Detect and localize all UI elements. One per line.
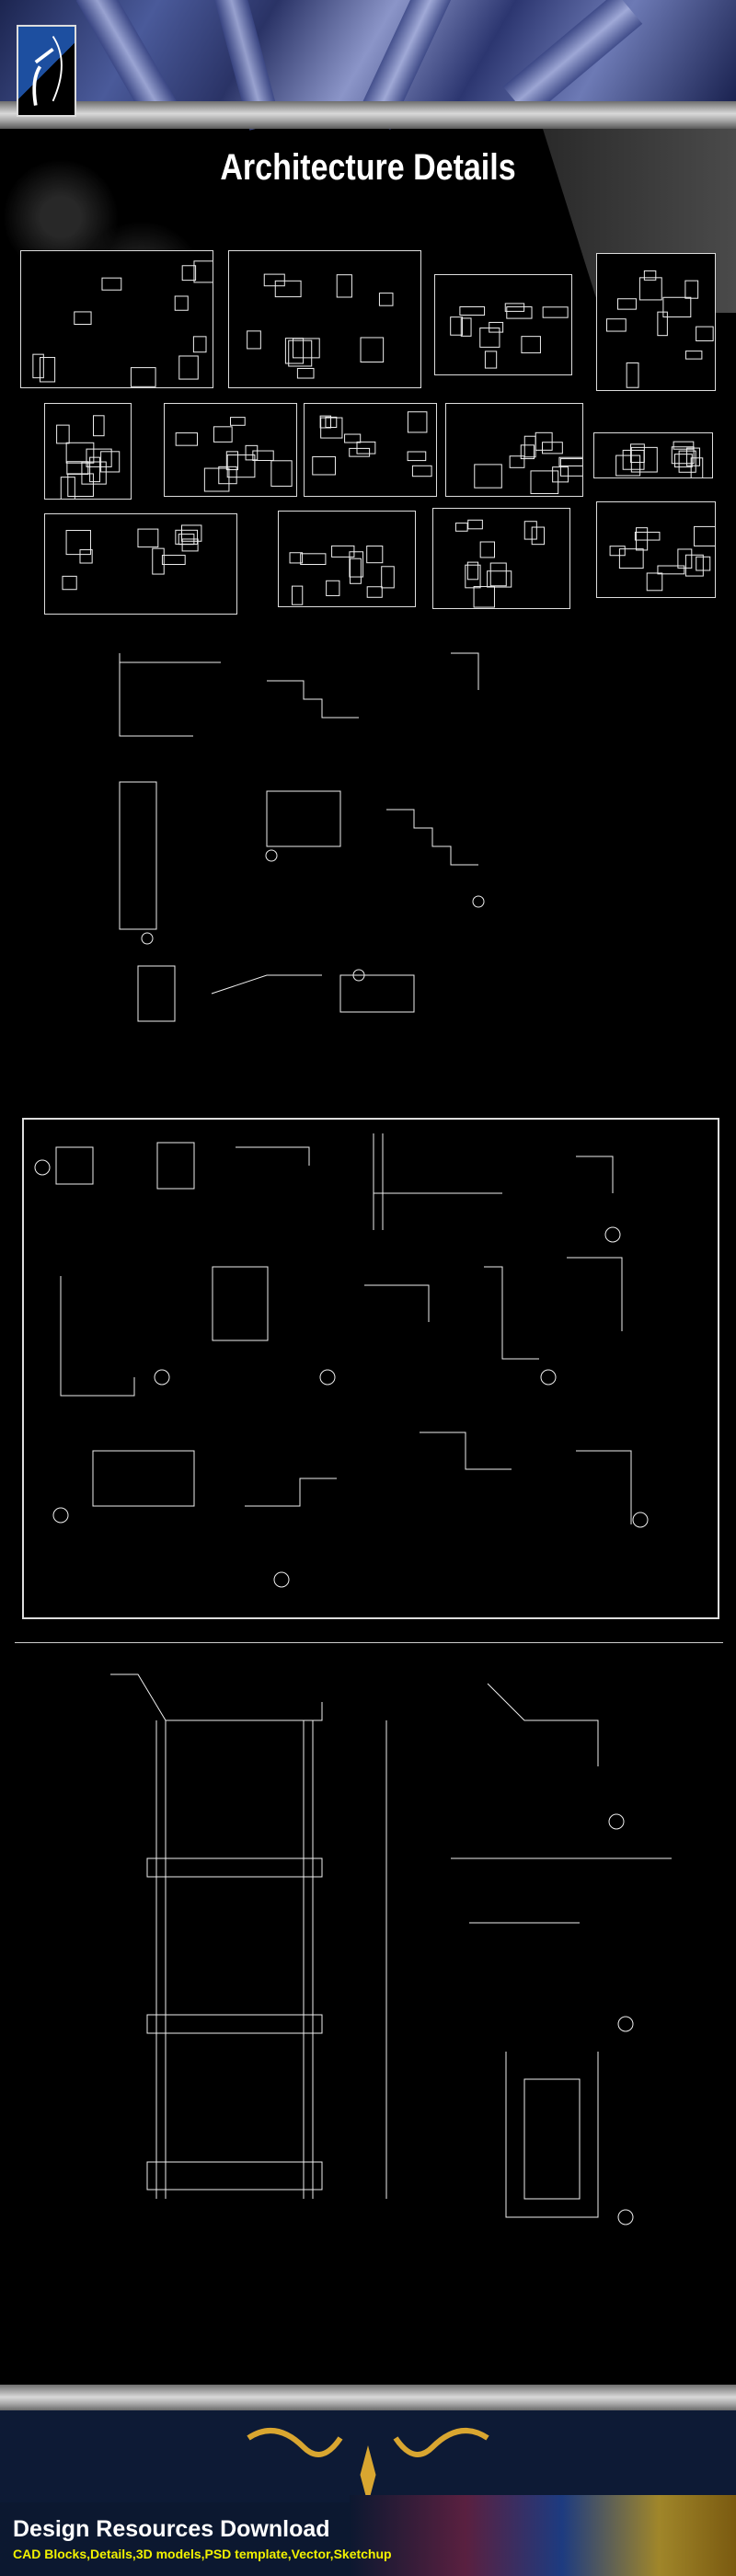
drawing-sheet-thumbnail: [44, 513, 237, 615]
drawing-sheet-thumbnail: [304, 403, 437, 497]
window-details-frame: [22, 1118, 719, 1619]
drawing-sheet-thumbnail: [278, 511, 416, 607]
drawing-sheet-thumbnail: [434, 274, 572, 375]
footer-title: Design Resources Download: [13, 2516, 330, 2543]
drawing-sheet-thumbnail: [164, 403, 297, 497]
drawing-sheet-thumbnail: [596, 253, 716, 391]
section-details-drawing: [28, 1647, 727, 2254]
archer-logo-icon: [17, 25, 76, 117]
drawing-sheet-thumbnail: [228, 250, 421, 388]
page-title: Architecture Details: [55, 147, 681, 189]
header-banner-image: [0, 0, 736, 101]
drawing-sheet-thumbnail: [596, 501, 716, 598]
footer-subtitle: CAD Blocks,Details,3D models,PSD templat…: [13, 2547, 392, 2561]
drawing-sheet-thumbnail: [432, 508, 570, 609]
drawing-sheet-thumbnail: [593, 432, 713, 478]
footer-space-image: [350, 2495, 736, 2576]
drawing-sheet-thumbnail: [44, 403, 132, 500]
divider: [15, 1642, 723, 1643]
drawing-sheet-thumbnail: [20, 250, 213, 388]
stair-details-drawing: [83, 626, 598, 1058]
drawing-sheet-thumbnail: [445, 403, 583, 497]
silver-bar-bottom: [0, 2385, 736, 2412]
gold-scroll-ornament-icon: [0, 2410, 736, 2502]
silver-bar-top: [0, 101, 736, 129]
